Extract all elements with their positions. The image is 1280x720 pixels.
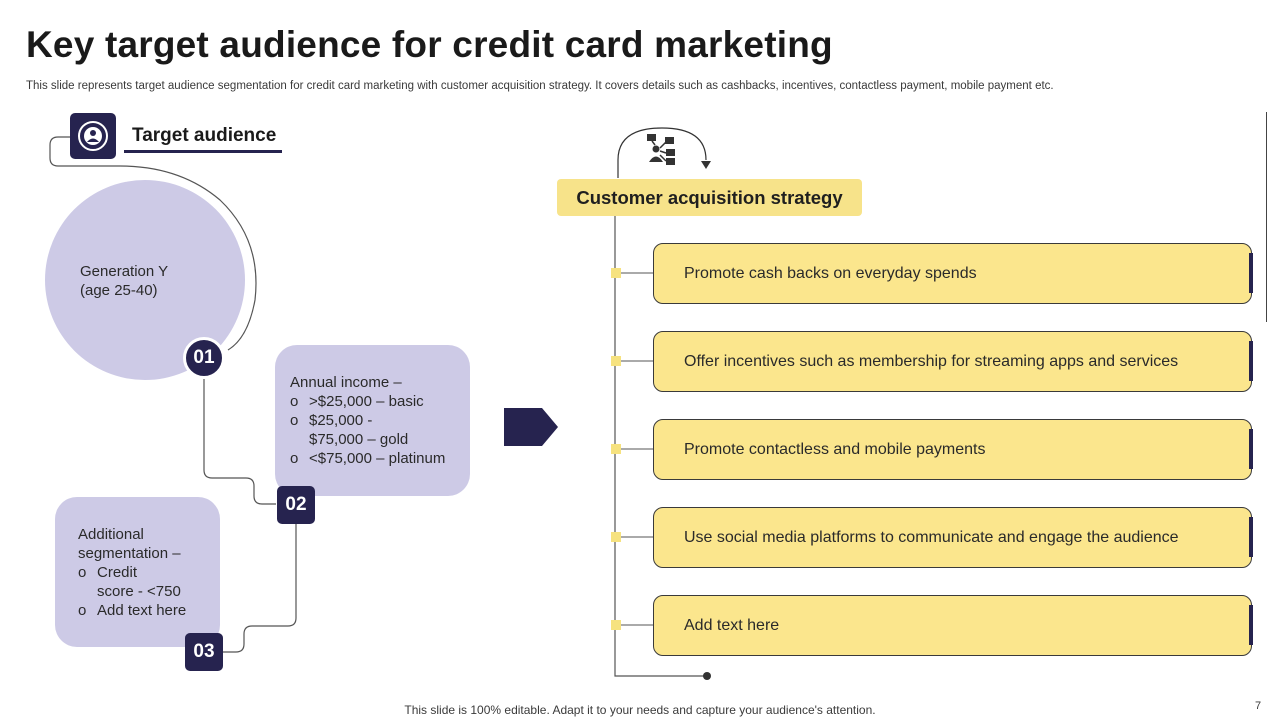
strategy-item: Promote contactless and mobile payments <box>653 419 1252 480</box>
bullet-continuation: $75,000 – gold <box>290 430 445 449</box>
strategy-item-text: Promote cash backs on everyday spends <box>684 264 977 282</box>
slide-subtitle: This slide represents target audience se… <box>26 80 1054 92</box>
strategy-item-text: Use social media platforms to communicat… <box>684 528 1179 546</box>
audience-target-icon <box>70 113 116 159</box>
slide-footer: This slide is 100% editable. Adapt it to… <box>404 703 876 717</box>
bullet-continuation: score - <750 <box>78 582 186 601</box>
segment-2-heading: Annual income – <box>290 374 402 391</box>
strategy-item-text: Promote contactless and mobile payments <box>684 440 986 458</box>
segment-2-text: Annual income – o>$25,000 – basic o$25,0… <box>290 373 445 468</box>
bullet-text: score - <750 <box>97 583 181 600</box>
item-accent-bar <box>1249 341 1253 381</box>
bullet-text: Credit <box>97 564 138 581</box>
bullet-item: o<$75,000 – platinum <box>290 450 446 467</box>
page-number: 7 <box>1255 700 1262 712</box>
strategy-item: Offer incentives such as membership for … <box>653 331 1252 392</box>
segment-1-line-1: Generation Y <box>80 263 169 280</box>
bullet-item: o>$25,000 – basic <box>290 393 424 410</box>
bullet-text: $75,000 – gold <box>309 431 409 448</box>
segment-1-number: 01 <box>183 337 225 379</box>
item-accent-bar <box>1249 605 1253 645</box>
bullet-item: o$25,000 - <box>290 412 373 429</box>
item-accent-bar <box>1249 517 1253 557</box>
segment-1-line-2: (age 25-40) <box>80 282 158 299</box>
item-dot <box>611 444 621 454</box>
segment-3-number: 03 <box>185 633 223 671</box>
strategy-item-text: Offer incentives such as membership for … <box>684 352 1179 370</box>
segment-3-heading: Additional <box>78 526 144 543</box>
strategy-item: Add text here <box>653 595 1252 656</box>
strategy-item: Use social media platforms to communicat… <box>653 507 1252 568</box>
strategy-heading: Customer acquisition strategy <box>557 179 862 216</box>
segment-3-box <box>55 497 220 647</box>
arrow-right-icon <box>504 408 558 446</box>
item-dot <box>611 268 621 278</box>
bullet-text: $25,000 - <box>309 412 373 429</box>
network-flow-icon <box>647 134 675 165</box>
heading-underline <box>124 150 282 153</box>
item-accent-bar <box>1249 429 1253 469</box>
target-audience-heading: Target audience <box>132 125 277 146</box>
segment-2-number: 02 <box>277 486 315 524</box>
strategy-item-text: Add text here <box>684 616 780 634</box>
bullet-text: <$75,000 – platinum <box>309 450 446 467</box>
item-dot <box>611 356 621 366</box>
strategy-item: Promote cash backs on everyday spends <box>653 243 1252 304</box>
segment-3-heading-cont: segmentation – <box>78 545 181 562</box>
item-accent-bar <box>1249 253 1253 293</box>
bullet-text: >$25,000 – basic <box>309 393 424 410</box>
segment-1-text: Generation Y (age 25-40) <box>80 262 168 300</box>
slide-title: Key target audience for credit card mark… <box>26 24 833 65</box>
item-dot <box>611 532 621 542</box>
bullet-text: Add text here <box>97 602 187 619</box>
side-rule <box>1266 112 1267 322</box>
segment-2-box <box>275 345 470 496</box>
item-dot <box>611 620 621 630</box>
